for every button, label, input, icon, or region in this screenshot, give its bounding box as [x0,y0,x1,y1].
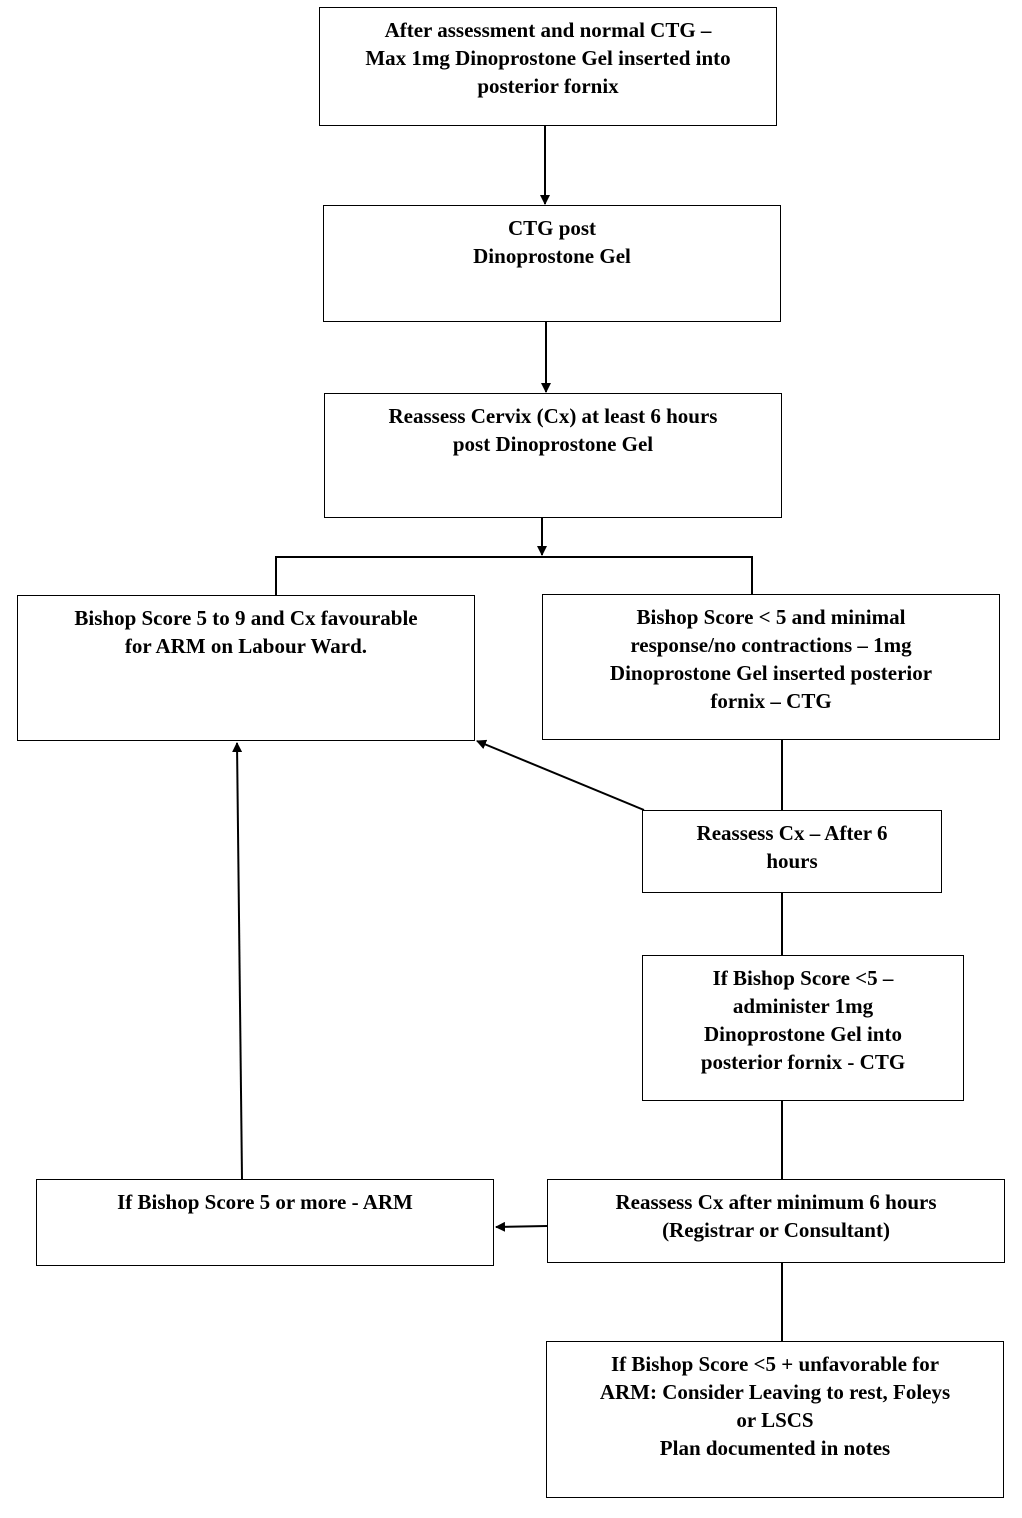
arrow-reassess-after-6-to-favourable [476,739,645,811]
reassess-after-6-line: hours [766,849,818,873]
ctg-post-line: CTG post [507,216,597,240]
start-line: After assessment and normal CTG – [384,18,712,42]
reassess-min-6-line: (Registrar or Consultant) [662,1218,890,1242]
unfavorable-line: ARM: Consider Leaving to rest, Foleys [599,1380,951,1404]
reassess-after-6-line: Reassess Cx – After 6 [696,821,888,845]
if-less-5-line: administer 1mg [732,994,874,1018]
reassess-6h-line: Reassess Cervix (Cx) at least 6 hours [388,404,718,428]
reassess-min-6-box: Reassess Cx after minimum 6 hours (Regis… [547,1179,1005,1263]
if-less-5-line: posterior fornix - CTG [700,1050,906,1074]
reassess-after-6-box: Reassess Cx – After 6 hours [642,810,942,893]
start-box: After assessment and normal CTG – Max 1m… [319,7,777,126]
reassess-6h-box: Reassess Cervix (Cx) at least 6 hours po… [324,393,782,518]
if-5-more-line: If Bishop Score 5 or more - ARM [117,1190,413,1214]
unfavorable-line: Plan documented in notes [659,1436,891,1460]
reassess-6h-line: post Dinoprostone Gel [452,432,654,456]
ctg-post-box: CTG post Dinoprostone Gel [323,205,781,322]
unfavorable-box: If Bishop Score <5 + unfavorable for ARM… [546,1341,1004,1498]
favourable-line: Bishop Score 5 to 9 and Cx favourable [74,606,418,630]
minimal-response-line: Bishop Score < 5 and minimal [636,605,906,629]
unfavorable-line: If Bishop Score <5 + unfavorable for [610,1352,940,1376]
arrow-reassess-min-6-to-if-5-more [495,1221,548,1232]
ctg-post-line: Dinoprostone Gel [473,244,631,268]
start-line: posterior fornix [477,74,619,98]
if-less-5-line: Dinoprostone Gel into [704,1022,902,1046]
if-5-more-box: If Bishop Score 5 or more - ARM [36,1179,494,1266]
minimal-response-line: Dinoprostone Gel inserted posterior [609,661,933,685]
reassess-min-6-line: Reassess Cx after minimum 6 hours [615,1190,937,1214]
minimal-response-line: response/no contractions – 1mg [630,633,912,657]
if-less-5-line: If Bishop Score <5 – [712,966,894,990]
start-line: Max 1mg Dinoprostone Gel inserted into [365,46,731,70]
arrow-if-5-more-to-favourable [232,742,243,1180]
minimal-response-line: fornix – CTG [710,689,832,713]
if-less-5-box: If Bishop Score <5 – administer 1mg Dino… [642,955,964,1101]
unfavorable-line: or LSCS [736,1408,814,1432]
favourable-box: Bishop Score 5 to 9 and Cx favourable fo… [17,595,475,741]
split-connector [275,556,753,595]
favourable-line: for ARM on Labour Ward. [124,634,368,658]
minimal-response-box: Bishop Score < 5 and minimal response/no… [542,594,1000,740]
